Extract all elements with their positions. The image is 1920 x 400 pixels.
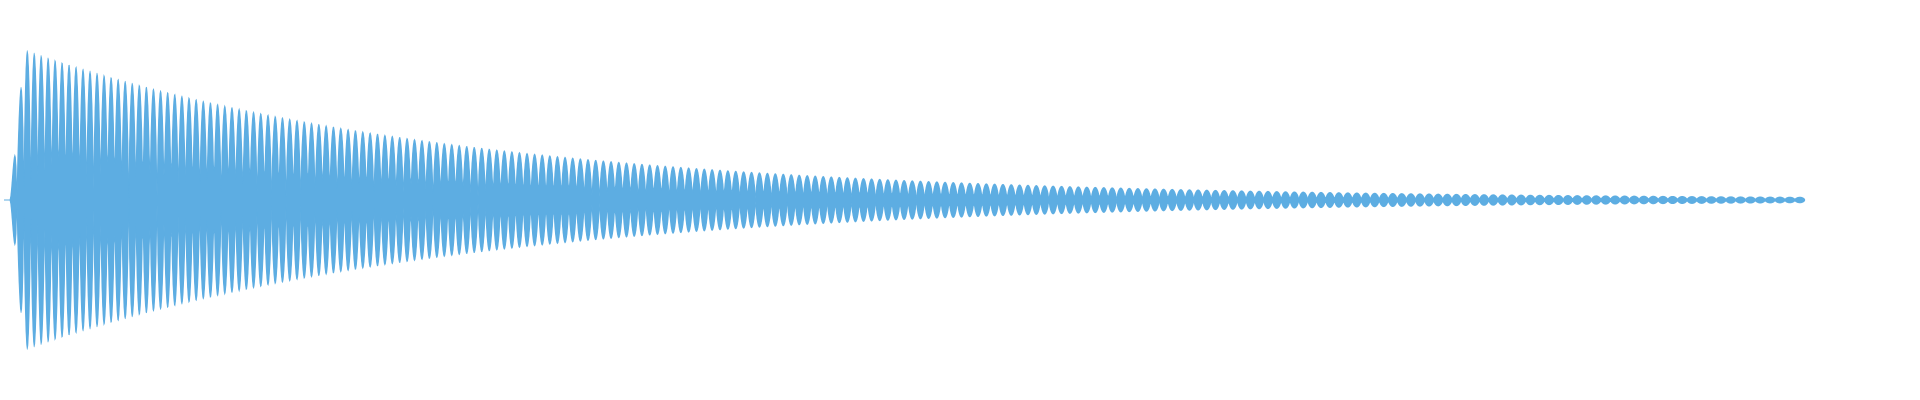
waveform-envelope: [9, 50, 1806, 350]
